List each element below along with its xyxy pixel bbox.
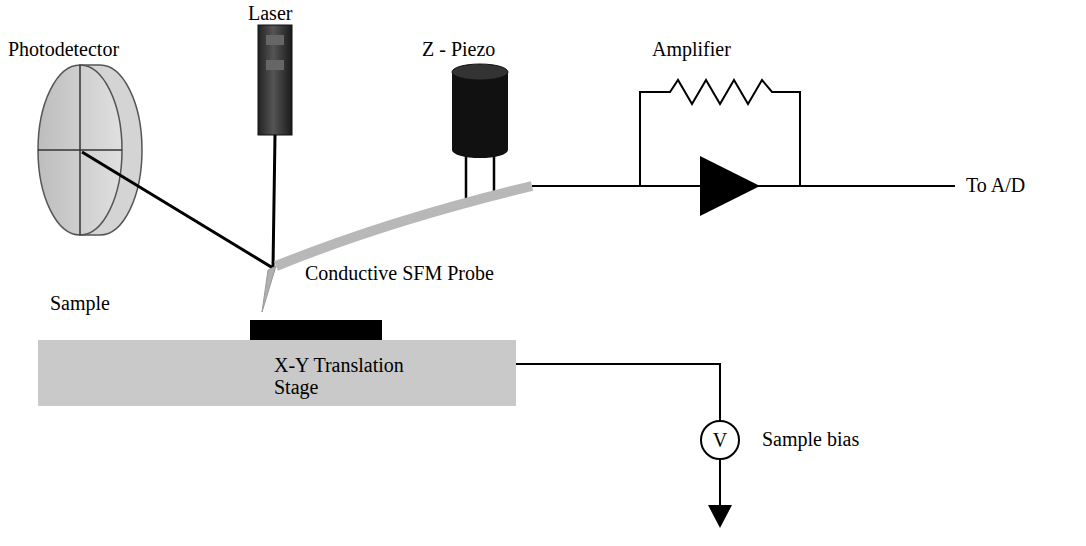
z-piezo <box>452 64 508 203</box>
photodetector <box>38 65 142 235</box>
cantilever <box>276 186 532 266</box>
stage-label: X-Y Translation Stage <box>274 354 444 398</box>
piezo-label: Z - Piezo <box>422 38 495 60</box>
photodetector-label: Photodetector <box>8 38 119 60</box>
probe-label: Conductive SFM Probe <box>305 262 494 284</box>
amplifier-label: Amplifier <box>652 38 731 60</box>
translation-stage: X-Y Translation Stage <box>38 340 516 406</box>
ground-symbol <box>708 460 732 528</box>
voltage-source: VSample bias <box>700 420 740 460</box>
amplifier-symbol <box>640 80 800 216</box>
laser-body <box>258 25 292 135</box>
probe-tip <box>262 266 276 312</box>
bias-wire <box>516 364 720 420</box>
output-label: To A/D <box>966 174 1025 196</box>
laser-beam <box>82 135 275 268</box>
source-label: Sample bias <box>762 428 859 450</box>
sample-label: Sample <box>50 292 110 314</box>
sample <box>250 320 382 340</box>
source-symbol-text: V <box>702 422 738 458</box>
laser-label: Laser <box>248 2 292 24</box>
